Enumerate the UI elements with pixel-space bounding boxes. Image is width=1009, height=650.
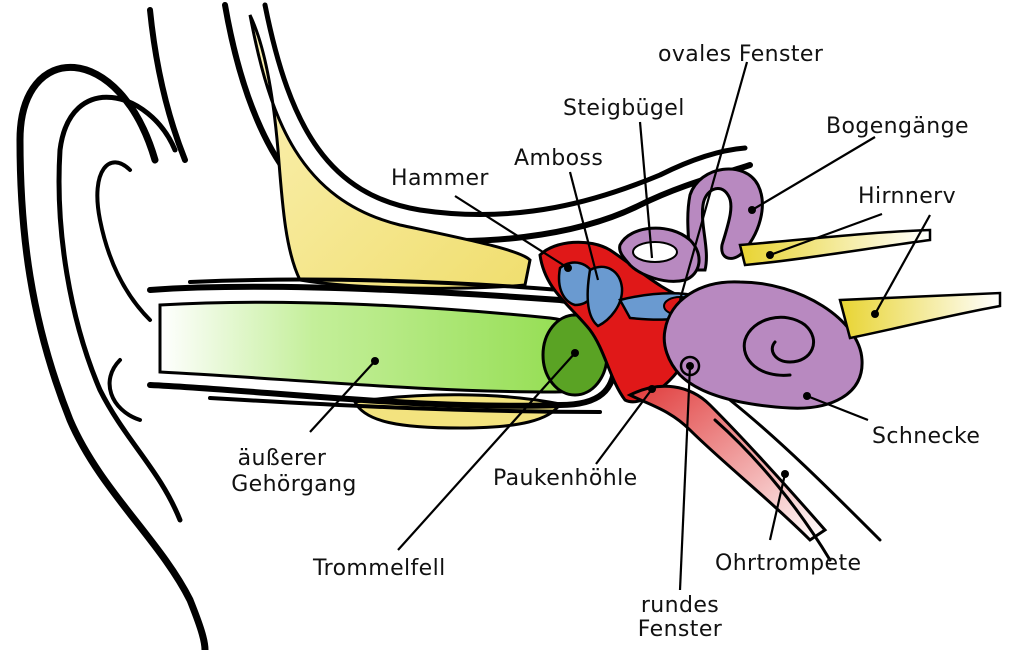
label-steigbuegel: Steigbügel [563, 96, 685, 121]
upper-bone-region [250, 15, 530, 288]
label-paukenhoehle: Paukenhöhle [493, 466, 638, 491]
label-bogengaenge: Bogengänge [826, 114, 969, 139]
label-hammer: Hammer [391, 166, 489, 191]
cochlear-nerve [840, 293, 1000, 338]
label-ovales-fenster: ovales Fenster [658, 42, 824, 67]
vestibular-nerve [740, 230, 930, 265]
label-rundes-fenster-1: rundes [641, 593, 719, 618]
label-ohrtrompete: Ohrtrompete [715, 551, 861, 576]
label-trommelfell: Trommelfell [312, 556, 446, 581]
label-rundes-fenster-2: Fenster [638, 617, 723, 642]
label-amboss: Amboss [514, 146, 603, 171]
label-gehoergang-1: äußerer [238, 446, 327, 471]
label-gehoergang-2: Gehörgang [231, 472, 357, 497]
cochlea [664, 282, 862, 408]
label-schnecke: Schnecke [872, 424, 980, 449]
label-hirnnerv: Hirnnerv [858, 184, 956, 209]
